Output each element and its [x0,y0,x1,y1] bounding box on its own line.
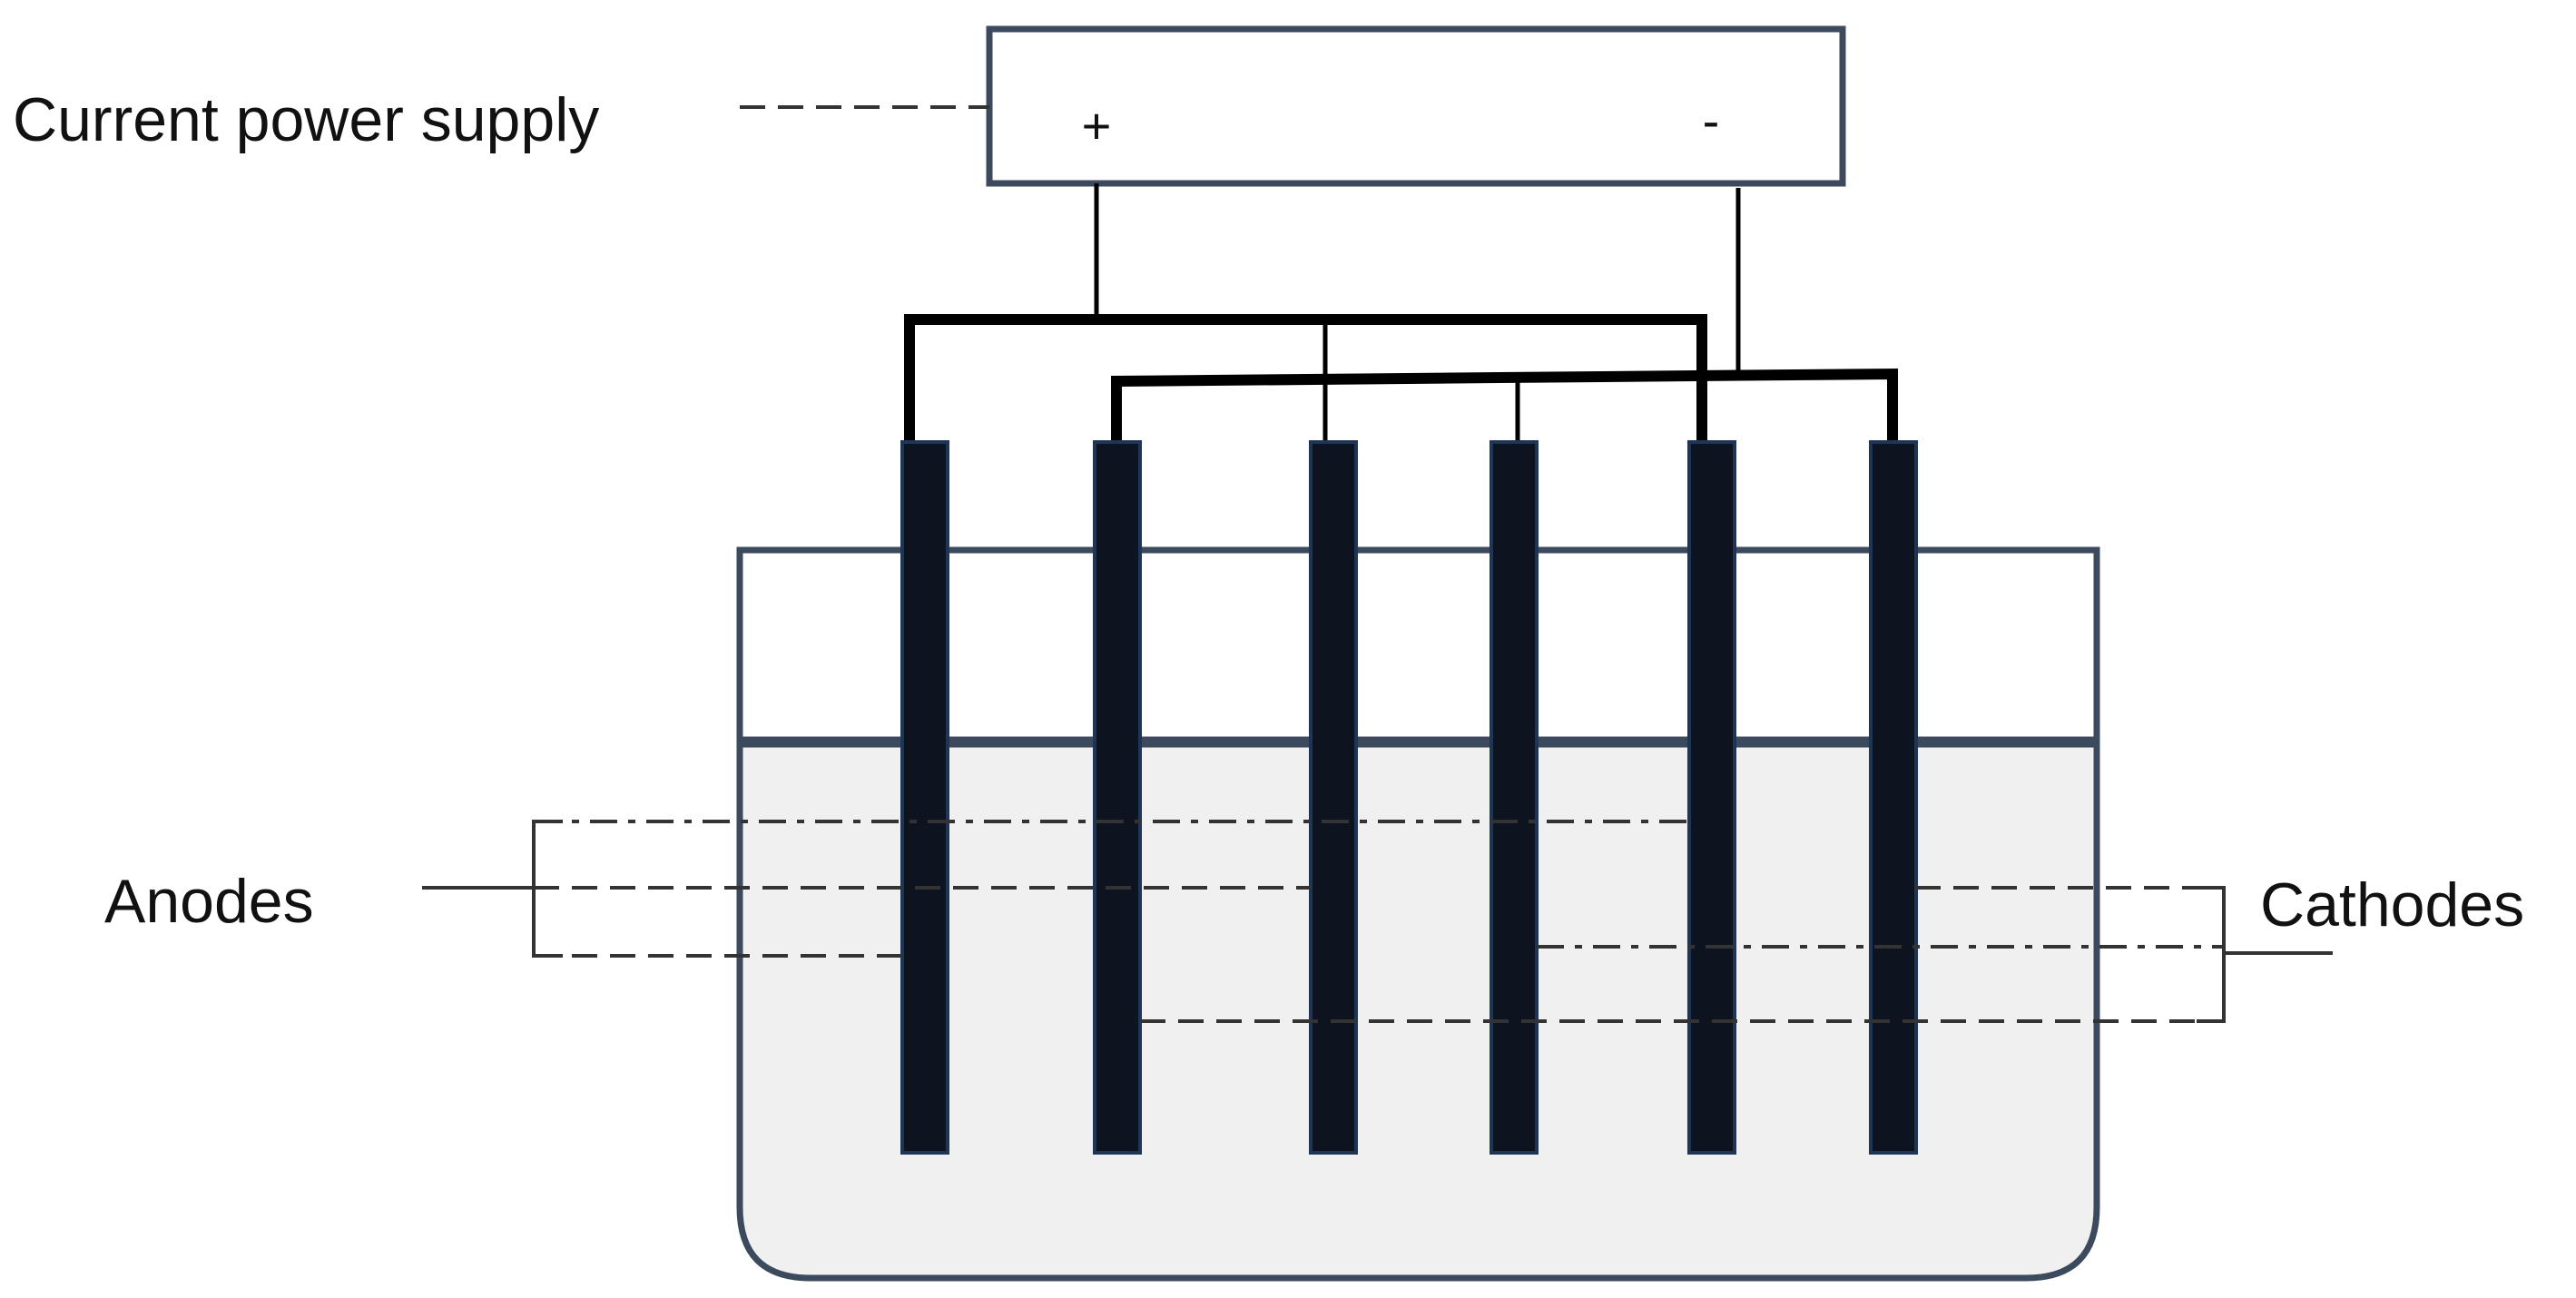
electrode-cathode-1 [1093,440,1142,1155]
cathodes-label: Cathodes [2260,870,2524,939]
tank-bottom-outline [736,741,2100,1282]
electrode-anode-1 [900,440,949,1155]
cathode-wiring [1111,188,1898,442]
electrode-cathode-3 [1869,440,1918,1155]
electrode-group [900,440,1918,1155]
anode-wiring [904,183,1707,442]
electrode-anode-3 [1687,440,1736,1155]
minus-terminal: - [1703,92,1720,149]
electrode-cathode-2 [1490,440,1539,1155]
electrode-anode-2 [1309,440,1358,1155]
plus-terminal: + [1082,97,1112,154]
power-supply-label: Current power supply [13,85,599,154]
cathodes-leaders [1140,886,2224,1023]
anodes-leaders [534,820,1688,958]
anodes-label: Anodes [104,867,314,936]
electrolyte [740,744,2097,1278]
